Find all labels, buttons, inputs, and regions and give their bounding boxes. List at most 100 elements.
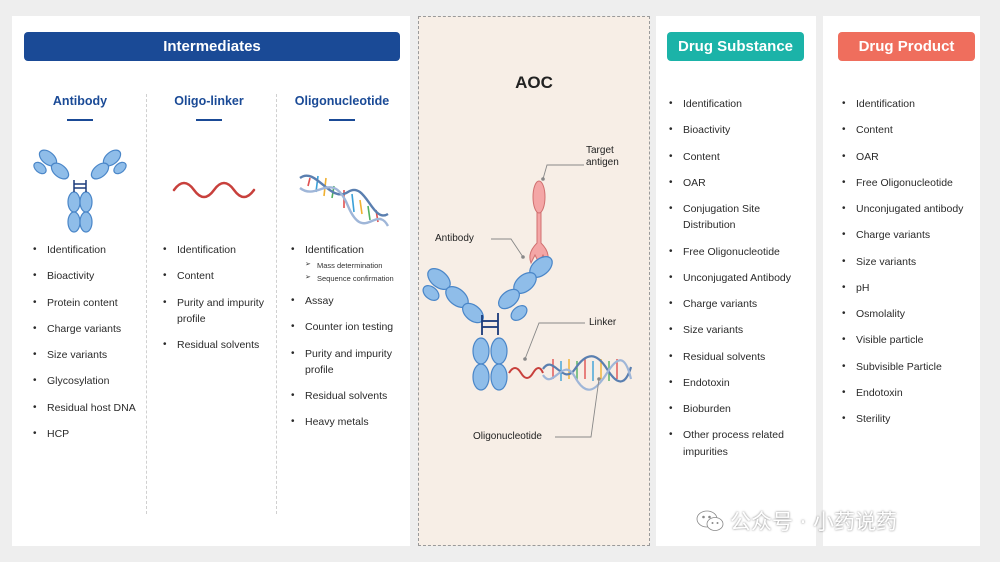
- list-item-text: Bioactivity: [683, 124, 731, 137]
- drug-substance-attribute-list: IdentificationBioactivityContentOAR Conju…: [668, 96, 813, 470]
- list-item-text: Charge variants: [856, 229, 931, 242]
- list-item-text: Identification: [305, 244, 364, 256]
- list-item-text: Bioactivity: [47, 270, 95, 283]
- drug-product-panel: Drug Product IdentificationContentOAR Fre…: [823, 16, 980, 546]
- list-item: Size variants: [668, 322, 813, 338]
- list-item: Assay: [290, 293, 408, 309]
- list-item-text: Charge variants: [47, 322, 122, 335]
- list-item: Glycosylation: [32, 373, 144, 389]
- target-antigen-label: Target antigen: [586, 145, 619, 168]
- list-item-text: Endotoxin: [683, 376, 730, 389]
- drug-substance-header: Drug Substance: [667, 32, 804, 61]
- antibody-column-title: Antibody: [40, 94, 120, 121]
- linker-wave-icon: [172, 181, 256, 199]
- antibody-label: Antibody: [435, 233, 474, 244]
- list-item: Residual solvents: [290, 388, 408, 404]
- list-item: Identification: [162, 242, 274, 258]
- list-item-text: Residual solvents: [177, 339, 260, 352]
- list-item: Free Oligonucleotide: [841, 175, 980, 191]
- sub-list-item: Sequence confirmation: [305, 274, 408, 283]
- list-item: IdentificationMass determinationSequence…: [290, 242, 408, 283]
- list-item-text: Identification: [47, 244, 106, 256]
- list-item: Residual host DNA: [32, 400, 144, 416]
- oligonucleotide-column-title: Oligonucleotide: [290, 94, 394, 121]
- list-item: Protein content: [32, 295, 144, 311]
- list-item: Visible particle: [841, 332, 980, 348]
- list-item-text: Conjugation Site Distribution: [683, 203, 761, 232]
- list-item-text: Unconjugated Antibody: [683, 271, 791, 284]
- list-item: Endotoxin: [841, 385, 980, 401]
- wechat-icon: [696, 510, 724, 531]
- list-item: Subvisible Particle: [841, 359, 980, 375]
- list-item: Free Oligonucleotide: [668, 244, 813, 260]
- oligo-linker-attribute-list: IdentificationContentPurity and impurity…: [162, 242, 274, 363]
- list-item-text: Residual solvents: [683, 350, 766, 363]
- list-item-text: Counter ion testing: [305, 321, 394, 334]
- list-item: HCP: [32, 426, 144, 442]
- list-item: Sterility: [841, 411, 980, 427]
- list-item-text: pH: [856, 281, 870, 294]
- list-item-text: Purity and impurity profile: [177, 296, 264, 325]
- list-item: Bioburden: [668, 401, 813, 417]
- list-item-text: Content: [683, 150, 720, 163]
- oligo-linker-column-title: Oligo-linker: [165, 94, 253, 121]
- list-item-text: Residual solvents: [305, 390, 388, 403]
- sub-list-item: Mass determination: [305, 261, 408, 270]
- list-item: Heavy metals: [290, 414, 408, 430]
- list-item: Purity and impurity profile: [162, 295, 274, 328]
- list-item-text: Endotoxin: [856, 386, 903, 399]
- list-item-text: Content: [856, 124, 893, 137]
- list-item: Identification: [668, 96, 813, 112]
- aoc-title: AOC: [515, 73, 553, 92]
- list-item-text: Heavy metals: [305, 416, 369, 429]
- sub-list: Mass determinationSequence confirmation: [305, 261, 408, 283]
- intermediates-header: Intermediates: [24, 32, 400, 61]
- list-item: Unconjugated antibody: [841, 201, 980, 217]
- list-item-text: Size variants: [47, 349, 108, 362]
- list-item-text: Identification: [683, 98, 742, 110]
- list-item-text: Identification: [177, 244, 236, 256]
- list-item-text: Sterility: [856, 413, 891, 426]
- list-item: Identification: [841, 96, 980, 112]
- list-item-text: HCP: [47, 427, 70, 440]
- list-item: pH: [841, 280, 980, 296]
- list-item-text: Content: [177, 270, 214, 283]
- list-item: OAR: [668, 175, 813, 191]
- list-item: Bioactivity: [668, 122, 813, 138]
- list-item: OAR: [841, 149, 980, 165]
- aoc-panel: AOC: [418, 16, 650, 546]
- watermark-text: 公众号 · 小药说药: [730, 510, 898, 534]
- oligonucleotide-label: Oligonucleotide: [473, 431, 542, 442]
- drug-product-attribute-list: IdentificationContentOAR Free Oligonucleo…: [841, 96, 980, 437]
- list-item-text: Osmolality: [856, 308, 906, 321]
- column-divider: [146, 94, 147, 514]
- watermark: 公众号 · 小药说药: [696, 506, 897, 536]
- list-item: Charge variants: [668, 296, 813, 312]
- list-item-text: Glycosylation: [47, 375, 110, 388]
- list-item-text: Bioburden: [683, 403, 731, 416]
- list-item: Content: [841, 122, 980, 138]
- list-item: Content: [162, 268, 274, 284]
- list-item: Identification: [32, 242, 144, 258]
- list-item-text: OAR: [856, 150, 879, 163]
- list-item: Content: [668, 149, 813, 165]
- dna-helix-icon: [299, 174, 390, 227]
- antibody-attribute-list: IdentificationBioactivityProtein content…: [32, 242, 144, 452]
- drug-substance-panel: Drug Substance IdentificationBioactivity…: [656, 16, 816, 546]
- list-item: Residual solvents: [162, 337, 274, 353]
- drug-product-header: Drug Product: [838, 32, 975, 61]
- list-item: Charge variants: [32, 321, 144, 337]
- list-item: Purity and impurity profile: [290, 346, 408, 379]
- list-item-text: Size variants: [683, 324, 744, 337]
- list-item: Charge variants: [841, 227, 980, 243]
- list-item-text: OAR: [683, 176, 706, 189]
- list-item: Other process related impurities: [668, 427, 813, 460]
- list-item-text: Protein content: [47, 296, 118, 309]
- intermediates-panel: Intermediates Antibody Oligo-linker Olig…: [12, 16, 410, 546]
- list-item-text: Visible particle: [856, 334, 924, 347]
- list-item-text: Free Oligonucleotide: [856, 176, 953, 189]
- list-item: Size variants: [32, 347, 144, 363]
- list-item-text: Assay: [305, 295, 334, 308]
- list-item-text: Identification: [856, 98, 915, 110]
- oligonucleotide-attribute-list: IdentificationMass determinationSequence…: [290, 242, 408, 441]
